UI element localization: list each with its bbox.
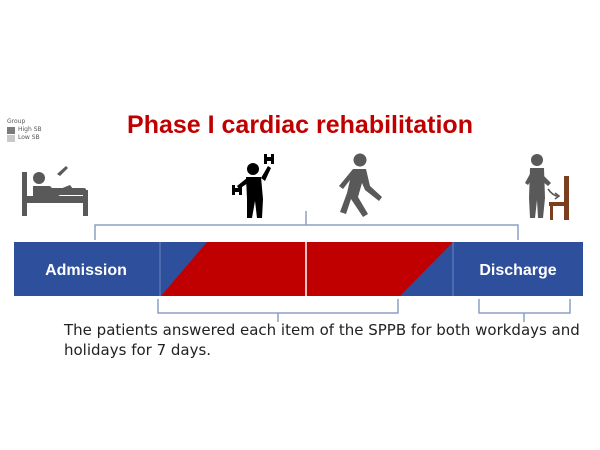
legend-item-low: Low SB [7, 134, 42, 142]
legend-title: Group [7, 118, 26, 125]
legend-label-low: Low SB [18, 134, 40, 141]
caption: The patients answered each item of the S… [64, 321, 580, 359]
legend-swatch-low [7, 134, 15, 142]
red-phase-right [306, 242, 453, 296]
sit-to-chair-icon [525, 154, 569, 220]
patient-in-bed-icon [22, 166, 88, 216]
admission-label: Admission [45, 262, 127, 279]
top-bracket [94, 211, 519, 240]
dumbbell-lift-icon [232, 154, 274, 218]
walking-person-icon [339, 153, 382, 217]
timeline-bar: Admission Discharge [14, 242, 583, 296]
legend-label-high: High SB [18, 126, 42, 133]
diagram-title: Phase I cardiac rehabilitation [127, 111, 473, 139]
legend: Group High SB Low SB [7, 118, 42, 142]
bottom-bracket-left [157, 299, 399, 322]
discharge-label: Discharge [479, 262, 556, 279]
legend-item-high: High SB [7, 126, 42, 134]
red-phase-left [161, 242, 306, 296]
legend-swatch-high [7, 126, 15, 134]
bottom-bracket-right [478, 299, 571, 322]
